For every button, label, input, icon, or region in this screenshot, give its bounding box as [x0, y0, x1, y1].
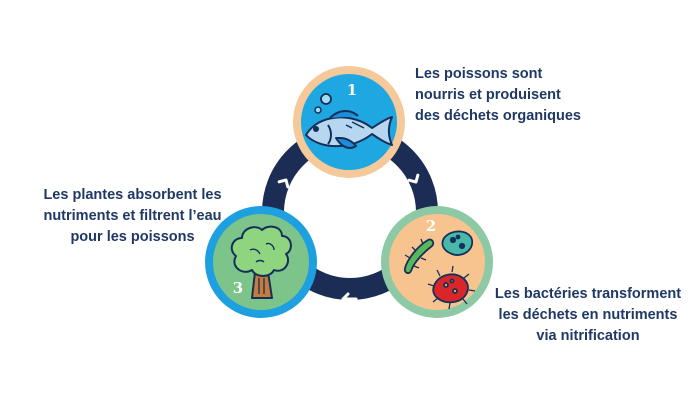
- stage-number: 2: [426, 217, 436, 235]
- caption-stage-3: Les plantes absorbent les nutriments et …: [30, 185, 235, 248]
- bacteria-icon: [403, 230, 476, 310]
- bubble-icon: [314, 106, 322, 114]
- stage-1-fish-node: 1: [293, 66, 405, 178]
- caption-line: pour les poissons: [70, 229, 195, 245]
- bubble-icon: [320, 93, 332, 105]
- cycle-arrow-bacteria-to-plants: [341, 292, 358, 306]
- caption-line: via nitrification: [536, 328, 640, 344]
- caption-line: des déchets organiques: [415, 108, 581, 124]
- broccoli-plant-icon: [230, 225, 292, 299]
- caption-stage-1: Les poissons sont nourris et produisent …: [415, 64, 581, 127]
- stage-number: 3: [233, 279, 243, 297]
- caption-line: Les plantes absorbent les: [43, 187, 222, 203]
- stage-number: 1: [347, 81, 357, 99]
- stage-3-plant-node: 3: [205, 206, 317, 318]
- caption-stage-2: Les bactéries transforment les déchets e…: [488, 284, 688, 347]
- caption-line: Les bactéries transforment: [494, 286, 682, 302]
- caption-line: les déchets en nutriments: [498, 307, 678, 323]
- fish-icon: [305, 110, 393, 149]
- caption-line: Les poissons sont: [415, 66, 543, 82]
- caption-line: nutriments et filtrent l’eau: [43, 208, 222, 224]
- caption-line: nourris et produisent: [415, 87, 561, 103]
- cycle-arrow-plants-to-fish: [277, 178, 290, 189]
- cycle-arrow-fish-to-bacteria: [407, 173, 420, 184]
- stage-2-bacteria-node: 2: [381, 206, 493, 318]
